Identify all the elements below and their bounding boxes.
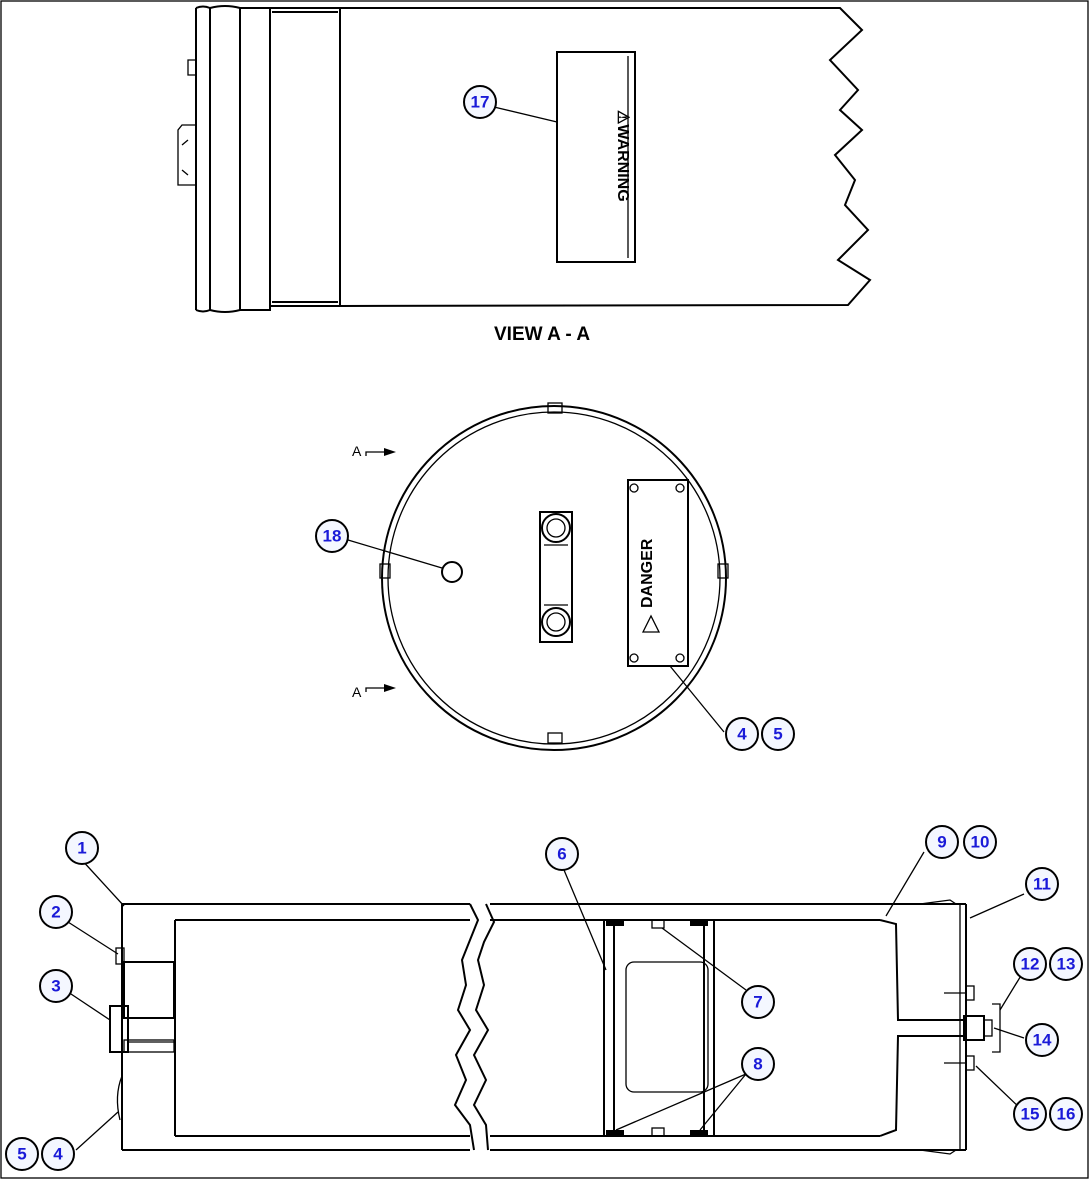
callout-4-side: 4 (41, 1137, 75, 1171)
bolt-lower (965, 1055, 975, 1071)
callout-12: 12 (1013, 947, 1047, 981)
warning-decal-text: ⚠WARNING (614, 110, 631, 202)
break-line-left (453, 903, 480, 1151)
section-marker-upper: A (352, 443, 362, 459)
svg-text:6: 6 (557, 845, 566, 864)
svg-text:8: 8 (753, 1055, 762, 1074)
break-line-right (472, 903, 496, 1151)
bracket-side (177, 124, 196, 186)
callout-4-end-view: 4 (725, 717, 759, 751)
svg-text:12: 12 (1021, 955, 1040, 974)
callout-10: 10 (963, 825, 997, 859)
fitting-2 (115, 947, 125, 965)
ring-2 (209, 5, 241, 313)
section-marker-lower: A (352, 684, 362, 700)
svg-text:9: 9 (937, 833, 946, 852)
baffle (603, 919, 715, 1137)
danger-decal (627, 479, 689, 667)
callout-8: 8 (741, 1047, 775, 1081)
callout-11: 11 (1025, 867, 1059, 901)
callout-7: 7 (741, 985, 775, 1019)
svg-text:5: 5 (773, 725, 782, 744)
svg-text:4: 4 (53, 1145, 63, 1164)
svg-text:5: 5 (17, 1145, 26, 1164)
warning-decal (556, 51, 636, 263)
svg-text:7: 7 (753, 993, 762, 1012)
callout-1: 1 (65, 831, 99, 865)
callout-3: 3 (39, 969, 73, 1003)
callout-2: 2 (39, 895, 73, 929)
svg-text:15: 15 (1021, 1105, 1040, 1124)
tank-body (339, 7, 872, 307)
callout-6: 6 (545, 837, 579, 871)
callout-14: 14 (1025, 1023, 1059, 1057)
svg-text:17: 17 (471, 93, 490, 112)
side-section (67, 851, 1025, 1155)
svg-text:11: 11 (1033, 875, 1051, 894)
end-view: A A DANGER (347, 402, 729, 751)
ring-3 (240, 7, 271, 311)
svg-text:16: 16 (1057, 1105, 1076, 1124)
collar (269, 7, 341, 307)
svg-text:1: 1 (77, 839, 86, 858)
svg-text:14: 14 (1033, 1031, 1052, 1050)
drain-plug (441, 561, 463, 583)
svg-text:3: 3 (51, 977, 60, 996)
plug-3 (109, 1005, 129, 1053)
callout-5-side: 5 (5, 1137, 39, 1171)
callout-9: 9 (925, 825, 959, 859)
boss (123, 961, 175, 1019)
ring-1 (195, 5, 211, 313)
svg-text:18: 18 (323, 527, 342, 546)
view-caption: VIEW A - A (494, 324, 590, 345)
fitting-top (187, 59, 196, 76)
callout-15: 15 (1013, 1097, 1047, 1131)
svg-text:10: 10 (971, 833, 990, 852)
right-end-cap (879, 919, 966, 1021)
svg-text:13: 13 (1057, 955, 1076, 974)
end-plate-inner (387, 411, 721, 745)
handle (539, 511, 573, 643)
callout-17: 17 (463, 85, 497, 119)
danger-decal-text: DANGER (639, 538, 656, 608)
callout-16: 16 (1049, 1097, 1083, 1131)
callout-5-end-view: 5 (761, 717, 795, 751)
view-a-a: ⚠WARNING VIEW A - A (177, 5, 872, 345)
end-plate-outer (381, 405, 727, 751)
svg-text:2: 2 (51, 903, 60, 922)
callout-13: 13 (1049, 947, 1083, 981)
bolt-upper (965, 985, 975, 1001)
callout-18: 18 (315, 519, 349, 553)
svg-text:4: 4 (737, 725, 747, 744)
